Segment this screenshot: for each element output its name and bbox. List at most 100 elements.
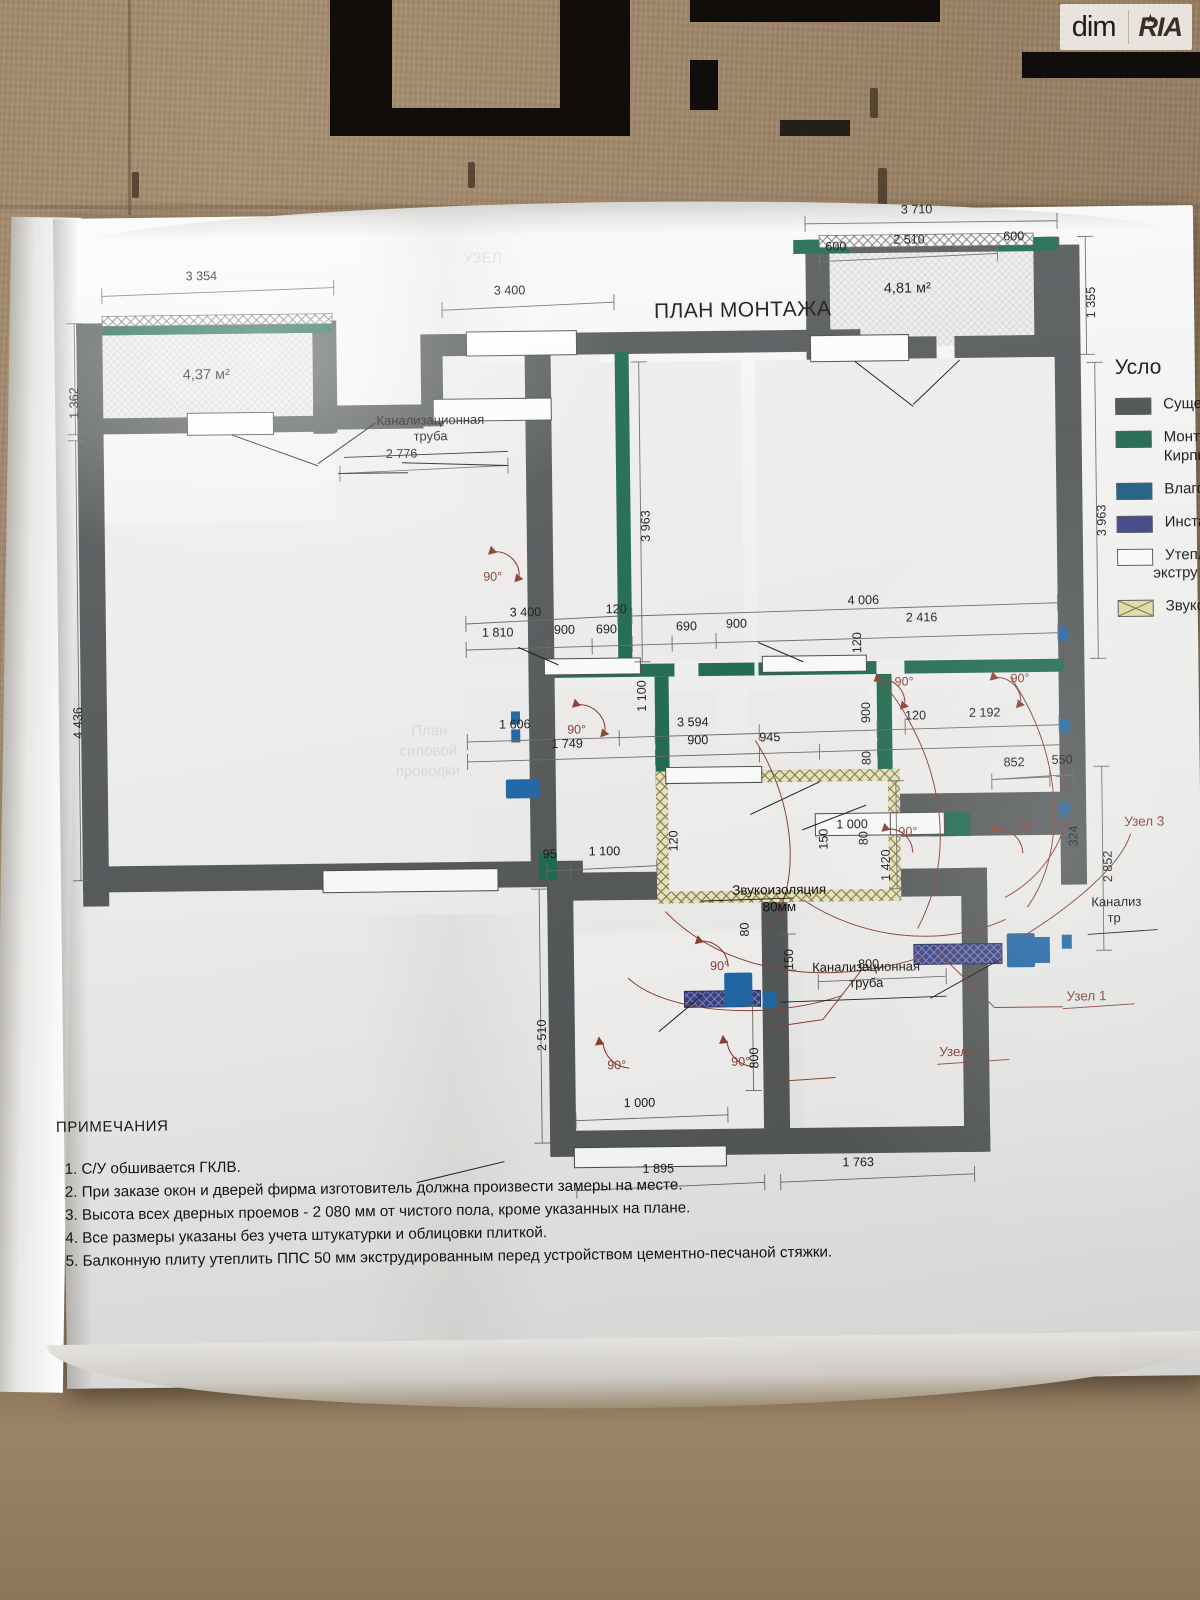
notes-block: ПРИМЕЧАНИЯ 1. С/У обшивается ГКЛВ. 2. Пр…	[56, 1108, 966, 1273]
dim-4006: 4 006	[847, 592, 880, 608]
node-label-2: Узел 2	[939, 1043, 980, 1060]
legend-label-insulation-line1: Утепл	[1164, 545, 1200, 563]
legend-swatch-existing	[1115, 397, 1152, 416]
callout-sewer-top-line1: Канализационная	[376, 411, 485, 429]
watermark-ria-label: RIA	[1138, 11, 1183, 42]
watermark: dim ★ RIA	[1059, 4, 1193, 50]
watermark-dim-text: dim	[1071, 10, 1117, 43]
angle-label: 90°	[1018, 819, 1038, 834]
dim-1000-bottom: 1 000	[623, 1095, 656, 1111]
dim-150-a: 150	[816, 828, 831, 850]
watermark-separator	[1127, 10, 1129, 44]
dim-3400: 3 400	[509, 605, 542, 620]
ghost-text: силовой	[399, 742, 458, 760]
watermark-ria-text: ★ RIA	[1129, 10, 1193, 43]
cardboard-tab	[468, 162, 475, 188]
legend-swatch-installation	[1116, 515, 1153, 533]
notes-list: 1. С/У обшивается ГКЛВ. 2. При заказе ок…	[64, 1147, 965, 1273]
angle-label: 90°	[709, 958, 730, 974]
angle-label: 90°	[894, 674, 914, 689]
legend-label-soundproofing: Звуко	[1165, 596, 1200, 615]
angle-label: 90°	[607, 1058, 627, 1073]
callout-sewer-right: Канализ тр	[1091, 893, 1181, 926]
dim-120-upper: 120	[605, 602, 627, 617]
legend-label-insulation: Утепл экстру	[1153, 545, 1200, 583]
callout-sewer-bottom: Канализационная труба	[786, 958, 946, 992]
dim-120-b: 120	[850, 632, 865, 654]
dim-600-left: 600	[825, 239, 847, 254]
callout-sewer-top-line2: труба	[413, 428, 448, 444]
legend-label-insulation-line2: экстру	[1153, 564, 1198, 582]
dim-80-a: 80	[859, 751, 874, 766]
angle-label: 90°	[567, 722, 587, 737]
soundproof-label: Звукоизоляция 80мм	[679, 881, 879, 917]
legend-label-moisture: Влагос	[1164, 479, 1200, 497]
ghost-text: УЗЕЛ	[463, 249, 502, 267]
legend-label-mounted-brick-line2: Кирпич	[1163, 446, 1200, 465]
callout-sewer-bottom-line2: труба	[849, 974, 884, 991]
legend-item-moisture: Влагос	[1116, 478, 1200, 500]
dim-3354: 3 354	[185, 269, 218, 284]
printed-mark	[690, 60, 718, 110]
callout-sewer-right-line1: Канализ	[1091, 893, 1142, 910]
page-title: ПЛАН МОНТАЖА	[653, 297, 832, 323]
dim-2510-bottom: 2 510	[534, 1019, 550, 1052]
legend-item-mounted-brick: Монтир Кирпич	[1115, 427, 1200, 467]
legend-swatch-soundproofing	[1117, 599, 1154, 618]
node-label-1: Узел 1	[1066, 988, 1107, 1004]
dim-1362: 1 362	[66, 387, 82, 419]
dim-3710: 3 710	[900, 202, 933, 217]
legend-item-soundproofing: Звуко	[1117, 596, 1200, 618]
dim-3400-top: 3 400	[493, 283, 526, 298]
callout-sewer-top: Канализационная труба	[355, 411, 505, 445]
dim-852: 852	[1003, 755, 1025, 770]
legend-item-existing: Существ	[1115, 394, 1200, 416]
dim-1100: 1 100	[634, 680, 649, 712]
dim-3963-right: 3 963	[1094, 504, 1109, 537]
dim-900-d: 900	[687, 733, 709, 748]
printed-mark	[1022, 52, 1200, 78]
printed-mark	[690, 0, 940, 22]
dim-690-b: 690	[675, 619, 698, 634]
cardboard-seam	[128, 0, 131, 215]
printed-mark	[780, 120, 850, 136]
dim-945: 945	[759, 730, 781, 745]
dim-120-sound: 120	[666, 830, 681, 852]
star-icon: ★	[1144, 10, 1157, 26]
legend-title: Усло	[1114, 355, 1162, 380]
callout-sewer-bottom-line1: Канализационная	[812, 958, 921, 975]
dim-80-sound: 80	[856, 831, 871, 846]
dim-1100-bottom: 1 100	[588, 844, 621, 859]
dim-900-a: 900	[553, 622, 576, 637]
legend-block: Усло Существ Монтир Кирпич Влагос	[1115, 354, 1200, 631]
dim-95: 95	[542, 846, 557, 862]
dim-3963-center: 3 963	[638, 510, 653, 542]
legend-swatch-insulation	[1117, 548, 1154, 566]
angle-label: 90°	[898, 824, 918, 839]
dim-4436: 4 436	[70, 707, 86, 739]
floor-plan-drawing: План силовой проводки УЗЕЛ 4,37 м² 4,81 …	[52, 202, 1200, 1389]
dim-2416: 2 416	[905, 610, 938, 625]
area-label-balcony-right: 4,81 м²	[883, 280, 931, 297]
angle-label: 90°	[731, 1054, 751, 1069]
dim-80-b: 80	[737, 922, 752, 937]
legend-label-installation: Инстал	[1164, 512, 1200, 530]
dim-2192: 2 192	[968, 705, 1001, 720]
dim-900-b: 900	[725, 616, 747, 631]
dim-550: 550	[1051, 752, 1073, 767]
dim-1000-right: 1 000	[836, 817, 868, 832]
legend-label-mounted-brick: Монтир Кирпич	[1164, 428, 1200, 466]
dim-2852: 2 852	[1100, 850, 1116, 883]
plan-vector-layer	[66, 212, 1158, 1199]
ghost-text: проводки	[395, 762, 461, 780]
angle-label: 90°	[1010, 671, 1030, 686]
dim-2776: 2 776	[385, 446, 418, 461]
legend-label-mounted-brick-line1: Монтир	[1163, 427, 1200, 446]
node-label-3: Узел 3	[1124, 813, 1165, 829]
dim-3594: 3 594	[677, 715, 709, 730]
dim-1749: 1 749	[551, 736, 583, 751]
dim-600-right: 600	[1003, 229, 1025, 244]
dim-1810: 1 810	[481, 625, 514, 640]
paper-sheet: План силовой проводки УЗЕЛ 4,37 м² 4,81 …	[0, 195, 1200, 1416]
